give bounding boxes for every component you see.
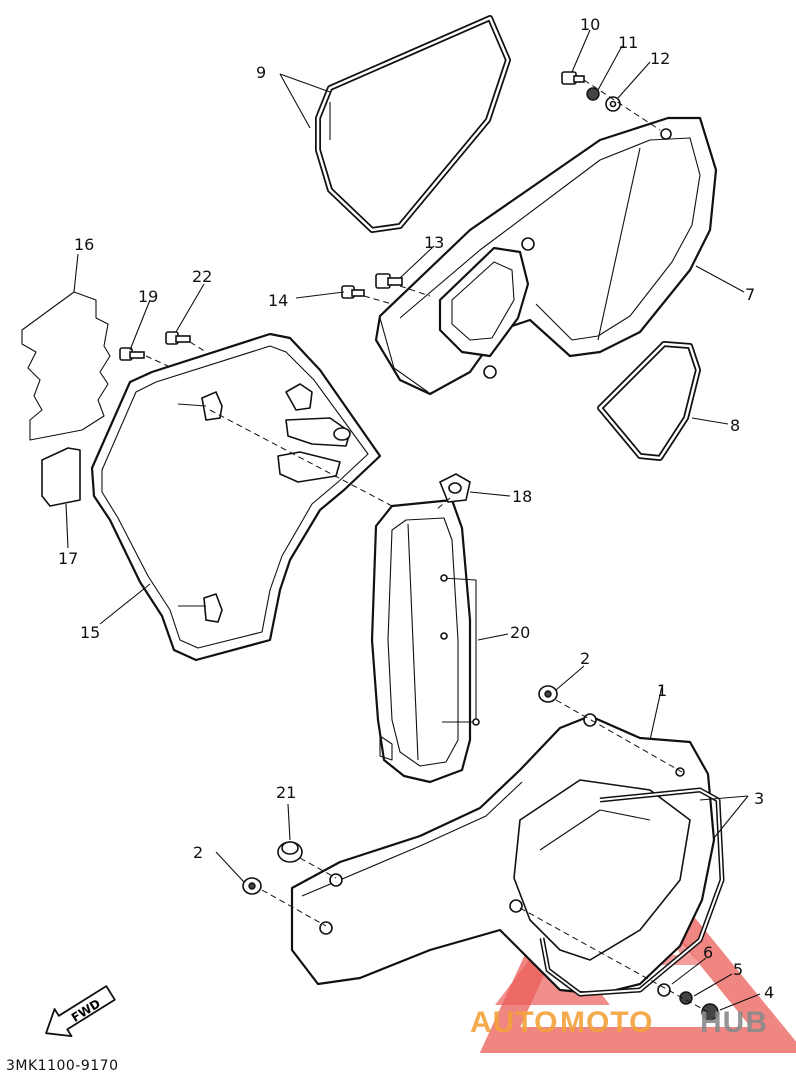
callout-20: 20 [510,623,530,642]
callout-4: 4 [764,983,774,1002]
drawing-code: 3MK1100-9170 [6,1058,118,1074]
callout-2-upper: 2 [580,649,590,668]
callout-19: 19 [138,287,158,306]
callout-9: 9 [256,63,266,82]
callout-3: 3 [754,789,764,808]
part-2-grommet-upper [538,685,558,703]
watermark-auto: AUTO [470,1006,558,1039]
callout-2-lower: 2 [193,843,203,862]
part-15-side-cover [90,332,393,662]
part-10-bolt [561,71,585,85]
part-11-washer [586,87,600,101]
part-4-bolt [701,1003,719,1021]
callout-10: 10 [580,15,600,34]
part-8-gasket [597,341,701,461]
watermark-hub: HUB [700,1006,768,1039]
callout-numbers: 1 2 2 3 4 5 6 7 8 9 10 11 12 13 14 15 16… [58,15,774,1002]
callout-5: 5 [733,960,743,979]
callout-18: 18 [512,487,532,506]
callout-22: 22 [192,267,212,286]
part-12-collar [605,96,621,112]
part-16-seal-strip [21,291,111,441]
part-9-gasket [315,15,511,233]
part-2-grommet-lower [242,877,262,895]
callout-12: 12 [650,49,670,68]
part-6-collar [657,983,671,997]
callout-6: 6 [703,943,713,962]
part-7-air-case-cover [374,116,718,396]
callout-13: 13 [424,233,444,252]
watermark-moto: MOTO [560,1006,653,1039]
fwd-arrow: FWD [45,985,116,1038]
part-17-seal-pad [41,447,81,507]
callout-7: 7 [745,285,755,304]
part-22-screw [165,331,191,345]
callout-17: 17 [58,549,78,568]
callout-14: 14 [268,291,288,310]
callout-15: 15 [80,623,100,642]
callout-8: 8 [730,416,740,435]
callout-21: 21 [276,783,296,802]
part-20-duct [370,498,480,784]
callout-16: 16 [74,235,94,254]
leader-lines [65,29,761,1011]
part-18-grommet [438,473,471,503]
callout-11: 11 [618,33,638,52]
part-14-bolt [341,285,365,299]
part-19-screw [119,347,145,361]
part-1-side-cover [290,713,725,997]
watermark-text: AUTO MOTO HUB [470,1006,768,1039]
callout-1: 1 [657,681,667,700]
assembly-lines [145,79,709,1013]
part-13-bolt [375,273,403,289]
part-21-grommet [277,841,303,863]
